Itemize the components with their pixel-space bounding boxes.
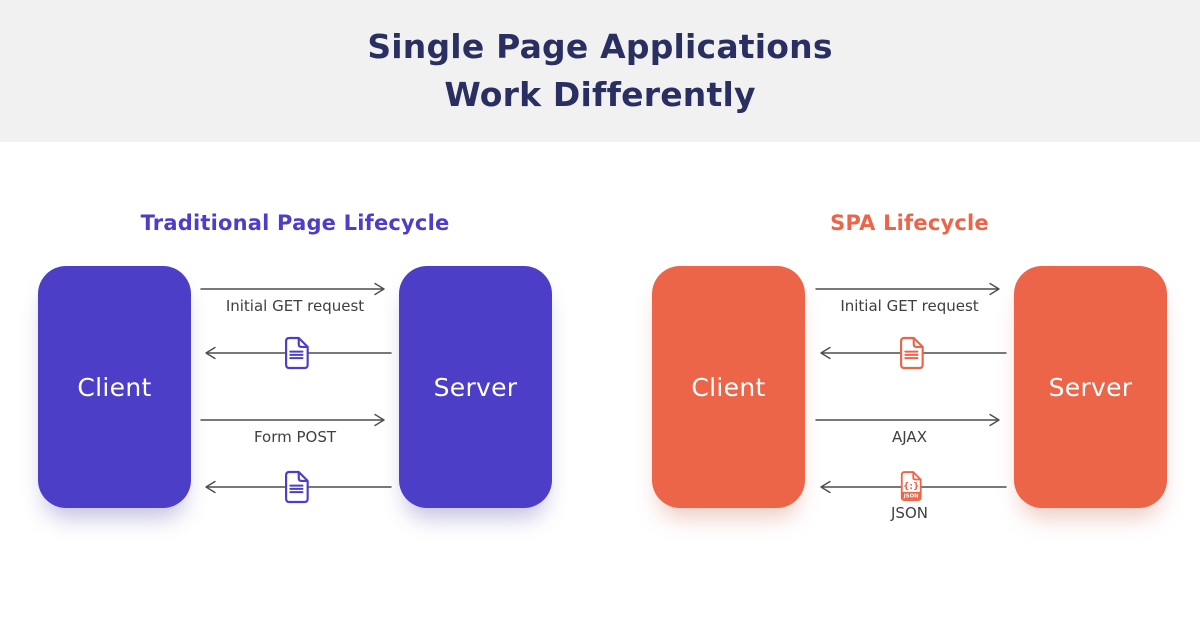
arrow-right-icon bbox=[814, 413, 1000, 427]
arrow-right-icon bbox=[200, 413, 385, 427]
json-file-icon: {:} JSON bbox=[900, 471, 922, 501]
arrow-right-icon bbox=[814, 282, 1000, 296]
traditional-client-box: Client bbox=[38, 266, 191, 508]
spa-diagram-title: SPA Lifecycle bbox=[830, 211, 989, 235]
traditional-server-box: Server bbox=[399, 266, 552, 508]
spa-client-box: Client bbox=[652, 266, 805, 508]
spa-flow-column: Initial GET request AJAX bbox=[805, 266, 1014, 526]
document-icon bbox=[285, 336, 309, 370]
page-title-line-2: Work Differently bbox=[444, 75, 756, 114]
arrow-right-icon bbox=[200, 282, 385, 296]
header: Single Page Applications Work Differentl… bbox=[0, 0, 1200, 142]
document-icon bbox=[899, 336, 924, 370]
diagram-spa-lifecycle: SPA Lifecycle Client Server Initial GET … bbox=[652, 205, 1167, 545]
diagram-traditional-lifecycle: Traditional Page Lifecycle Client Server… bbox=[38, 205, 552, 545]
page-title-line-1: Single Page Applications bbox=[367, 27, 833, 66]
spa-server-box: Server bbox=[1014, 266, 1167, 508]
document-icon bbox=[285, 470, 309, 504]
traditional-flow-column: Initial GET request Form POST bbox=[191, 266, 399, 526]
traditional-diagram-title: Traditional Page Lifecycle bbox=[140, 211, 450, 235]
flow-label-ajax: AJAX bbox=[892, 428, 927, 446]
flow-label-json: JSON bbox=[891, 504, 928, 522]
svg-text:JSON: JSON bbox=[902, 494, 918, 500]
flow-label-form-post: Form POST bbox=[253, 428, 337, 446]
svg-text:{:}: {:} bbox=[902, 482, 919, 492]
flow-label-initial-get: Initial GET request bbox=[225, 297, 365, 315]
flow-label-initial-get: Initial GET request bbox=[840, 297, 979, 315]
